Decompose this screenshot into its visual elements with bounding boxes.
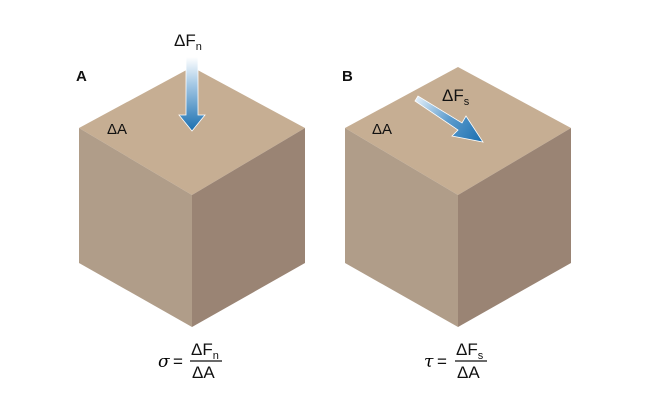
cube-a-left-face <box>79 128 192 327</box>
cube-b <box>345 67 571 327</box>
equation-a-denominator: ΔA <box>192 363 215 382</box>
sigma-symbol: σ <box>158 352 170 372</box>
equation-b-equals: = <box>437 352 447 371</box>
panel-a-force-label: ΔFn <box>174 31 202 53</box>
cube-b-left-face <box>345 128 458 327</box>
equation-b-numerator: ΔFs <box>456 340 484 362</box>
equation-b-denominator: ΔA <box>457 363 480 382</box>
normal-stress-equation: σ = ΔFn ΔA <box>158 340 222 382</box>
normal-force-arrow <box>178 56 206 132</box>
panel-a-letter: A <box>76 68 87 85</box>
cube-a-right-face <box>192 128 305 327</box>
shear-stress-equation: τ = ΔFs ΔA <box>424 340 487 382</box>
panel-a: A ΔA ΔFn σ = ΔFn ΔA <box>76 31 305 382</box>
equation-a-equals: = <box>173 352 183 371</box>
panel-b: B ΔA ΔFs τ = ΔFs ΔA <box>342 67 571 382</box>
panel-a-area-label: ΔA <box>107 121 127 138</box>
equation-a-numerator: ΔFn <box>191 340 219 362</box>
shear-force-arrow <box>414 95 484 143</box>
cube-b-right-face <box>458 128 571 327</box>
tau-symbol: τ <box>424 352 434 372</box>
panel-b-area-label: ΔA <box>372 121 392 138</box>
panel-b-force-label: ΔFs <box>442 86 470 108</box>
panel-b-letter: B <box>342 68 353 85</box>
